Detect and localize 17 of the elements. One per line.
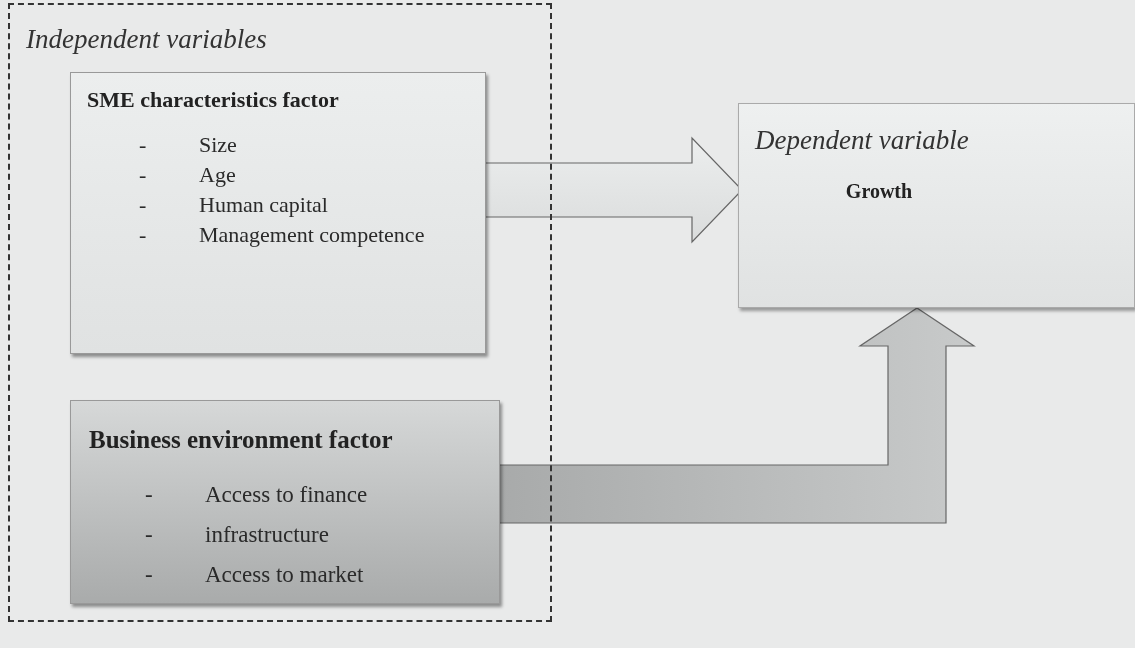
list-item: - Access to finance [144, 480, 369, 509]
box-text: Growth [844, 179, 914, 204]
box-heading: Business environment factor [89, 425, 394, 455]
list-item: - infrastructure [144, 520, 330, 549]
list-item: - Human capital [138, 191, 329, 219]
group-heading: Independent variables [26, 23, 267, 56]
outcome-box [738, 103, 1135, 308]
block-arrow [497, 307, 976, 524]
factor-box [70, 72, 486, 354]
factor-box [70, 400, 500, 604]
list-item: - Access to market [144, 560, 365, 589]
list-item: - Size [138, 131, 238, 159]
box-heading: Dependent variable [755, 124, 969, 157]
list-item: - Management competence [138, 221, 426, 249]
dashed-group-box [8, 3, 552, 622]
box-heading: SME characteristics factor [87, 86, 340, 114]
list-item: - Age [138, 161, 237, 189]
